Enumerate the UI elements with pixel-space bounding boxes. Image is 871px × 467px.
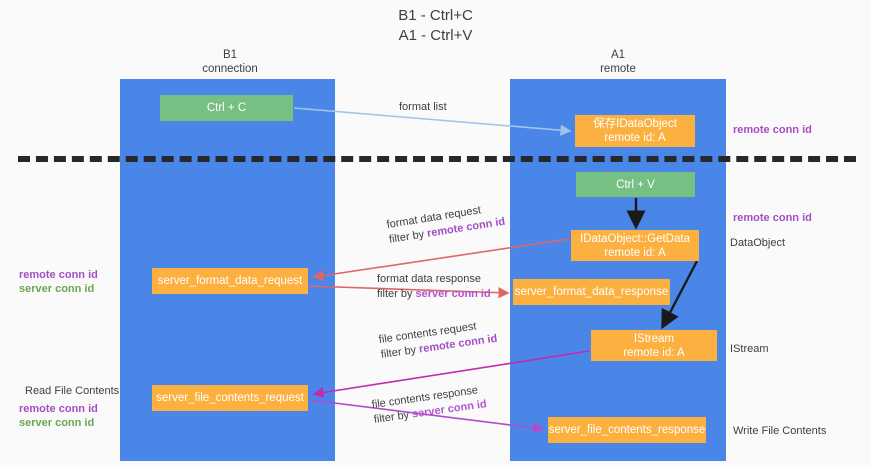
annotation-istream: IStream bbox=[730, 343, 769, 355]
annotation-left-bottom: remote conn id server conn id bbox=[19, 402, 98, 430]
edge-label-format-data-response: format data response filter by server co… bbox=[377, 272, 491, 302]
node-getdata-line1: IDataObject::GetData bbox=[580, 232, 690, 245]
annotation-dataobject: DataObject bbox=[730, 237, 786, 249]
node-save-idataobject[interactable]: 保存IDataObject remote id: A bbox=[575, 115, 695, 147]
node-server-file-contents-response-label: server_file_contents_response bbox=[548, 424, 706, 436]
node-istream-line1: IStream bbox=[633, 332, 675, 345]
node-server-format-data-response[interactable]: server_format_data_response bbox=[513, 279, 670, 305]
node-server-format-data-request[interactable]: server_format_data_request bbox=[152, 268, 308, 294]
node-istream[interactable]: IStream remote id: A bbox=[591, 330, 717, 361]
column-header-b1-role: connection bbox=[202, 63, 258, 75]
edge-label-format-list: format list bbox=[399, 100, 447, 115]
node-server-format-data-response-label: server_format_data_response bbox=[514, 286, 669, 298]
column-header-a1-name: A1 bbox=[610, 49, 626, 61]
node-istream-line2: remote id: A bbox=[623, 346, 685, 359]
node-getdata-line2: remote id: A bbox=[604, 246, 666, 259]
diagram-title: B1 - Ctrl+C A1 - Ctrl+V bbox=[0, 6, 871, 46]
node-idataobject-getdata[interactable]: IDataObject::GetData remote id: A bbox=[571, 230, 699, 261]
node-server-file-contents-request[interactable]: server_file_contents_request bbox=[152, 385, 308, 411]
filter-prefix: filter by bbox=[380, 343, 420, 361]
filter-prefix: filter by bbox=[377, 288, 416, 300]
edge-label-format-list-text: format list bbox=[399, 101, 447, 113]
annotation-left-bottom-server-conn-id: server conn id bbox=[19, 417, 95, 429]
node-ctrl-v-label: Ctrl + V bbox=[616, 178, 655, 191]
node-ctrl-c[interactable]: Ctrl + C bbox=[160, 95, 293, 121]
column-header-a1-role: remote bbox=[600, 63, 636, 75]
node-ctrl-c-label: Ctrl + C bbox=[206, 102, 247, 114]
node-ctrl-v[interactable]: Ctrl + V bbox=[576, 172, 695, 197]
dashed-divider bbox=[18, 156, 856, 162]
filter-prefix: filter by bbox=[373, 408, 413, 426]
title-line-1: B1 - Ctrl+C bbox=[398, 7, 473, 24]
edge-label-file-contents-request: file contents request filter by remote c… bbox=[378, 317, 498, 363]
column-header-b1-name: B1 bbox=[222, 49, 238, 61]
annotation-left-bottom-remote-conn-id: remote conn id bbox=[19, 403, 98, 415]
node-save-idataobject-line1: 保存IDataObject bbox=[593, 118, 677, 130]
edge-label-format-data-response-line2: filter by server conn id bbox=[377, 287, 491, 302]
title-line-2: A1 - Ctrl+V bbox=[398, 27, 473, 44]
column-header-a1: A1 remote bbox=[512, 48, 724, 76]
column-header-b1: B1 connection bbox=[125, 48, 335, 76]
node-save-idataobject-line2: remote id: A bbox=[604, 132, 666, 144]
annotation-left-mid-server-conn-id: server conn id bbox=[19, 283, 95, 295]
annotation-left-mid-remote-conn-id: remote conn id bbox=[19, 269, 98, 281]
annotation-read-file-contents: Read File Contents bbox=[25, 385, 120, 397]
annotation-left-mid: remote conn id server conn id bbox=[19, 268, 98, 296]
annotation-right-top-remote-conn-id: remote conn id bbox=[733, 124, 812, 136]
annotation-right-mid-remote-conn-id: remote conn id bbox=[733, 212, 812, 224]
edge-label-format-data-response-line1: format data response bbox=[377, 273, 481, 285]
filter-key-server-conn-id: server conn id bbox=[415, 288, 491, 300]
edge-label-format-data-request: format data request filter by remote con… bbox=[386, 200, 507, 248]
annotation-write-file-contents: Write File Contents bbox=[733, 425, 827, 437]
edge-label-file-contents-response: file contents response filter by server … bbox=[371, 382, 488, 428]
node-server-file-contents-response[interactable]: server_file_contents_response bbox=[548, 417, 706, 443]
node-server-format-data-request-label: server_format_data_request bbox=[157, 275, 303, 287]
node-server-file-contents-request-label: server_file_contents_request bbox=[156, 392, 304, 404]
